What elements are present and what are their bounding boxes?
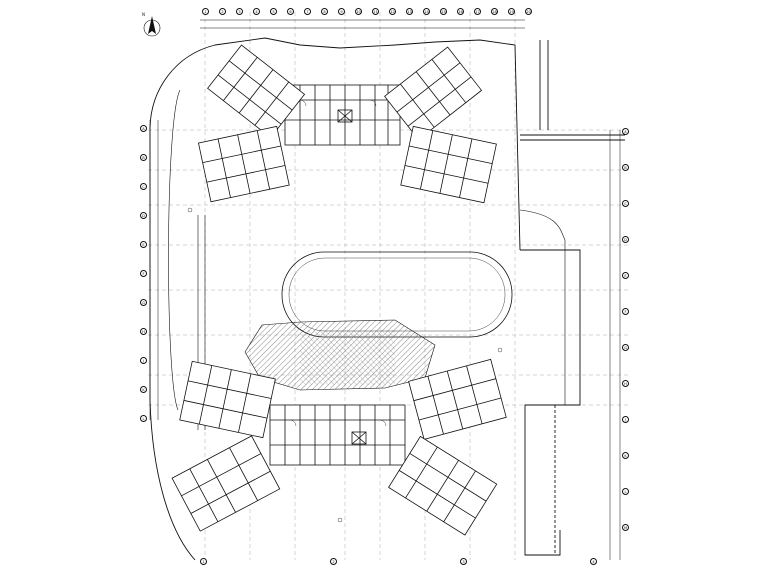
grid-bubble-right: D <box>622 236 629 243</box>
building-north-east <box>384 46 483 141</box>
grid-bubble-left: J <box>140 357 147 364</box>
grid-bubble-top: 14 <box>423 8 430 15</box>
grid-bubble-top: 17 <box>474 8 481 15</box>
grid-bubble-top: 13 <box>406 8 413 15</box>
grid-bubble-left: G <box>140 299 147 306</box>
grid-bubble-bottom: 1 <box>200 558 207 565</box>
hatched-plaza <box>244 319 436 391</box>
grid-bubble-top: 10 <box>355 8 362 15</box>
grid-bubble-bottom: 4 <box>590 558 597 565</box>
grid-bubble-top: 3 <box>236 8 243 15</box>
grid-bubble-top: 5 <box>270 8 277 15</box>
grid-bubble-top: 6 <box>287 8 294 15</box>
buildings <box>171 44 507 536</box>
grid-bubble-left: F <box>140 270 147 277</box>
building-south-west <box>171 435 281 532</box>
grid-bubble-top: 4 <box>253 8 260 15</box>
building-east-upper <box>400 125 497 204</box>
grid-bubble-right: A <box>622 128 629 135</box>
grid-bubble-right: K <box>622 452 629 459</box>
grid-bubble-top: 1 <box>202 8 209 15</box>
building-west-lower <box>179 360 276 439</box>
grid-bubble-left: A <box>140 125 147 132</box>
north-arrow-label: N <box>142 12 145 17</box>
grid-bubble-top: 9 <box>338 8 345 15</box>
grid-bubble-bottom: 2 <box>330 558 337 565</box>
grid-bubble-right: F <box>622 308 629 315</box>
grid-bubble-right: M <box>622 524 629 531</box>
grid-bubble-bottom: 3 <box>460 558 467 565</box>
grid-bubble-right: C <box>622 200 629 207</box>
detail-marks <box>187 99 503 523</box>
grid-bubble-top: 7 <box>304 8 311 15</box>
building-west-upper <box>198 125 290 203</box>
grid-bubble-right: B <box>622 164 629 171</box>
grid-bubble-top: 11 <box>372 8 379 15</box>
grid-bubble-top: 18 <box>491 8 498 15</box>
grid-bubble-right: G <box>622 344 629 351</box>
grid-bubble-top: 16 <box>457 8 464 15</box>
grid-bubble-left: C <box>140 183 147 190</box>
grid-bubble-top: 15 <box>440 8 447 15</box>
grid-bubble-top: 20 <box>525 8 532 15</box>
grid-bubble-right: E <box>622 272 629 279</box>
grid-bubble-right: H <box>622 380 629 387</box>
building-north-west <box>207 44 306 139</box>
grid-bubble-left: L <box>140 415 147 422</box>
grid-bubble-top: 19 <box>508 8 515 15</box>
grid-bubble-left: K <box>140 386 147 393</box>
grid-bubble-top: 12 <box>389 8 396 15</box>
grid-bubble-right: L <box>622 488 629 495</box>
building-east-lower <box>408 358 507 440</box>
site-boundary <box>149 37 625 561</box>
grid-bubble-left: B <box>140 154 147 161</box>
building-south-east <box>388 435 498 536</box>
grid-bubble-top: 2 <box>219 8 226 15</box>
grid-bubble-left: E <box>140 241 147 248</box>
grid-bubble-left: H <box>140 328 147 335</box>
building-south-center <box>269 404 406 466</box>
north-arrow-icon <box>143 16 161 37</box>
grid-bubble-top: 8 <box>321 8 328 15</box>
grid-bubble-right: J <box>622 416 629 423</box>
grid-bubble-left: D <box>140 212 147 219</box>
